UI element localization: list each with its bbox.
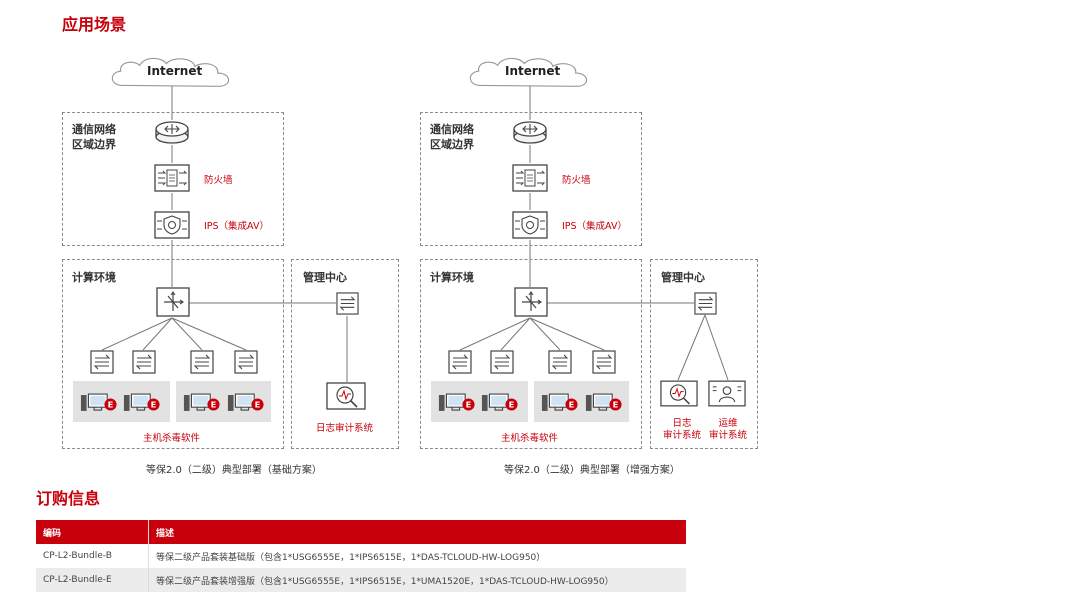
mgmt-zone-label: 管理中心 [661, 271, 705, 284]
mgmt-zone [291, 259, 399, 449]
switch-icon [132, 350, 156, 374]
internet-label: Internet [147, 64, 203, 78]
log-audit-label: 日志审计系统 [316, 423, 374, 434]
antivirus-badge-icon [462, 398, 475, 411]
core-switch-icon [514, 287, 548, 317]
table-row: CP-L2-Bundle-E 等保二级产品套装增强版（包含1*USG6555E，… [36, 568, 686, 592]
compute-zone [420, 259, 642, 449]
log-audit-icon [660, 380, 698, 407]
ordering-heading: 订购信息 [36, 489, 101, 508]
antivirus-badge-icon [147, 398, 160, 411]
border-zone-label: 通信网络 区域边界 [430, 123, 474, 151]
table-row: CP-L2-Bundle-B 等保二级产品套装基础版（包含1*USG6555E，… [36, 544, 686, 568]
table-cell-code: CP-L2-Bundle-B [36, 544, 149, 568]
border-zone [420, 112, 642, 246]
switch-icon [336, 292, 359, 315]
firewall-icon [512, 164, 548, 192]
antivirus-label: 主机杀毒软件 [501, 433, 559, 444]
antivirus-badge-icon [251, 398, 264, 411]
ips-label: IPS（集成AV） [204, 221, 269, 232]
ops-audit-label: 运维 审计系统 [709, 418, 748, 441]
antivirus-badge-icon [104, 398, 117, 411]
switch-icon [694, 292, 717, 315]
antivirus-badge-icon [505, 398, 518, 411]
ops-audit-icon [708, 380, 746, 407]
firewall-label: 防火墙 [204, 175, 233, 186]
switch-icon [90, 350, 114, 374]
table-cell-code: CP-L2-Bundle-E [36, 568, 149, 592]
switch-icon [234, 350, 258, 374]
scenario-heading: 应用场景 [62, 15, 127, 34]
border-zone-label: 通信网络 区域边界 [72, 123, 116, 151]
mgmt-zone-label: 管理中心 [303, 271, 347, 284]
ordering-table: 编码 描述 CP-L2-Bundle-B 等保二级产品套装基础版（包含1*USG… [36, 520, 686, 592]
ips-icon [154, 211, 190, 239]
connector-lines [459, 84, 729, 381]
compute-zone [62, 259, 284, 449]
firewall-label: 防火墙 [562, 175, 591, 186]
border-zone [62, 112, 284, 246]
antivirus-badge-icon [207, 398, 220, 411]
diagram-caption: 等保2.0（二级）典型部署（基础方案） [146, 465, 322, 476]
mgmt-zone [650, 259, 758, 449]
switch-icon [490, 350, 514, 374]
switch-icon [190, 350, 214, 374]
core-switch-icon [156, 287, 190, 317]
firewall-icon [154, 164, 190, 192]
table-header-code: 编码 [36, 520, 149, 544]
ips-label: IPS（集成AV） [562, 221, 627, 232]
compute-zone-label: 计算环境 [72, 271, 116, 284]
antivirus-label: 主机杀毒软件 [143, 433, 201, 444]
router-icon [512, 117, 548, 147]
log-audit-label: 日志 审计系统 [663, 418, 702, 441]
connector-lines [101, 84, 348, 382]
table-cell-desc: 等保二级产品套装基础版（包含1*USG6555E，1*IPS6515E，1*DA… [156, 552, 546, 563]
antivirus-badge-icon [609, 398, 622, 411]
switch-icon [448, 350, 472, 374]
ips-icon [512, 211, 548, 239]
compute-zone-label: 计算环境 [430, 271, 474, 284]
internet-label: Internet [505, 64, 561, 78]
switch-icon [548, 350, 572, 374]
diagram-caption: 等保2.0（二级）典型部署（增强方案） [504, 465, 680, 476]
switch-icon [592, 350, 616, 374]
table-cell-desc: 等保二级产品套装增强版（包含1*USG6555E，1*IPS6515E，1*UM… [148, 568, 686, 592]
table-header-desc: 描述 [148, 520, 686, 544]
antivirus-badge-icon [565, 398, 578, 411]
table-header-row: 编码 描述 [36, 520, 686, 544]
router-icon [154, 117, 190, 147]
